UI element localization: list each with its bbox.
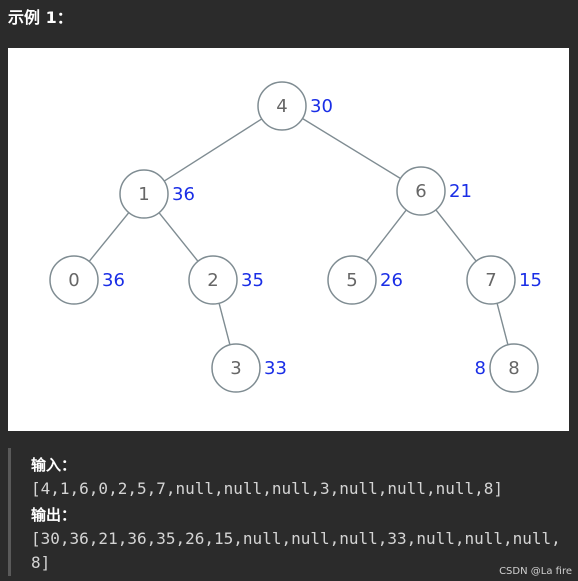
node-sum-label: 30 [310, 96, 333, 117]
watermark: CSDN @La fire [499, 566, 572, 577]
tree-node-8: 88 [475, 343, 539, 393]
node-sum-label: 21 [449, 181, 472, 202]
tree-node-4: 4 30 [257, 81, 333, 131]
node-circle [257, 81, 307, 131]
node-circle [49, 255, 99, 305]
node-value-label: 6 [415, 181, 426, 202]
edge-n4-n1 [163, 118, 263, 182]
node-sum-label: 35 [241, 270, 264, 291]
node-value-label: 2 [207, 270, 218, 291]
node-circle [211, 343, 261, 393]
tree-node-2: 2 35 [188, 255, 264, 305]
node-circle [396, 166, 446, 216]
edge-n6-n7 [435, 209, 477, 262]
input-value: [4,1,6,0,2,5,7,null,null,null,3,null,nul… [31, 479, 504, 498]
output-value: [30,36,21,36,35,26,15,null,null,null,33,… [31, 529, 561, 572]
node-value-label: 0 [68, 270, 79, 291]
tree-node-6: 6 21 [396, 166, 472, 216]
node-value-label: 8 [508, 358, 519, 379]
node-circle [188, 255, 238, 305]
node-sum-label: 15 [519, 270, 542, 291]
tree-node-5: 5 26 [327, 255, 403, 305]
node-circle [489, 343, 539, 393]
tree-edges [88, 117, 509, 345]
tree-node-1: 1 36 [119, 169, 195, 219]
tree-node-7: 7 15 [466, 255, 542, 305]
node-circle [327, 255, 377, 305]
output-label: 输出： [31, 506, 77, 524]
node-value-label: 1 [138, 184, 149, 205]
edge-n7-n8 [496, 303, 509, 345]
example-io-block: 输入： [4,1,6,0,2,5,7,null,null,null,3,null… [8, 448, 571, 576]
node-sum-label: 36 [102, 270, 125, 291]
edge-n2-n3 [218, 303, 231, 345]
edge-n1-n2 [158, 212, 199, 262]
edge-n4-n6 [302, 117, 401, 180]
node-value-label: 7 [485, 270, 496, 291]
node-sum-label: 33 [264, 358, 287, 379]
node-sum-label: 26 [380, 270, 403, 291]
input-label: 输入： [31, 456, 77, 474]
node-circle [119, 169, 169, 219]
tree-node-0: 0 36 [49, 255, 125, 305]
node-circle [466, 255, 516, 305]
node-sum-label: 36 [172, 184, 195, 205]
node-value-label: 5 [346, 270, 357, 291]
edge-n6-n5 [366, 209, 407, 262]
node-value-label: 3 [230, 358, 241, 379]
node-sum-label: 8 [475, 358, 486, 379]
example-heading: 示例 1： [8, 8, 73, 27]
edge-n1-n0 [88, 212, 130, 262]
node-value-label: 4 [276, 96, 287, 117]
